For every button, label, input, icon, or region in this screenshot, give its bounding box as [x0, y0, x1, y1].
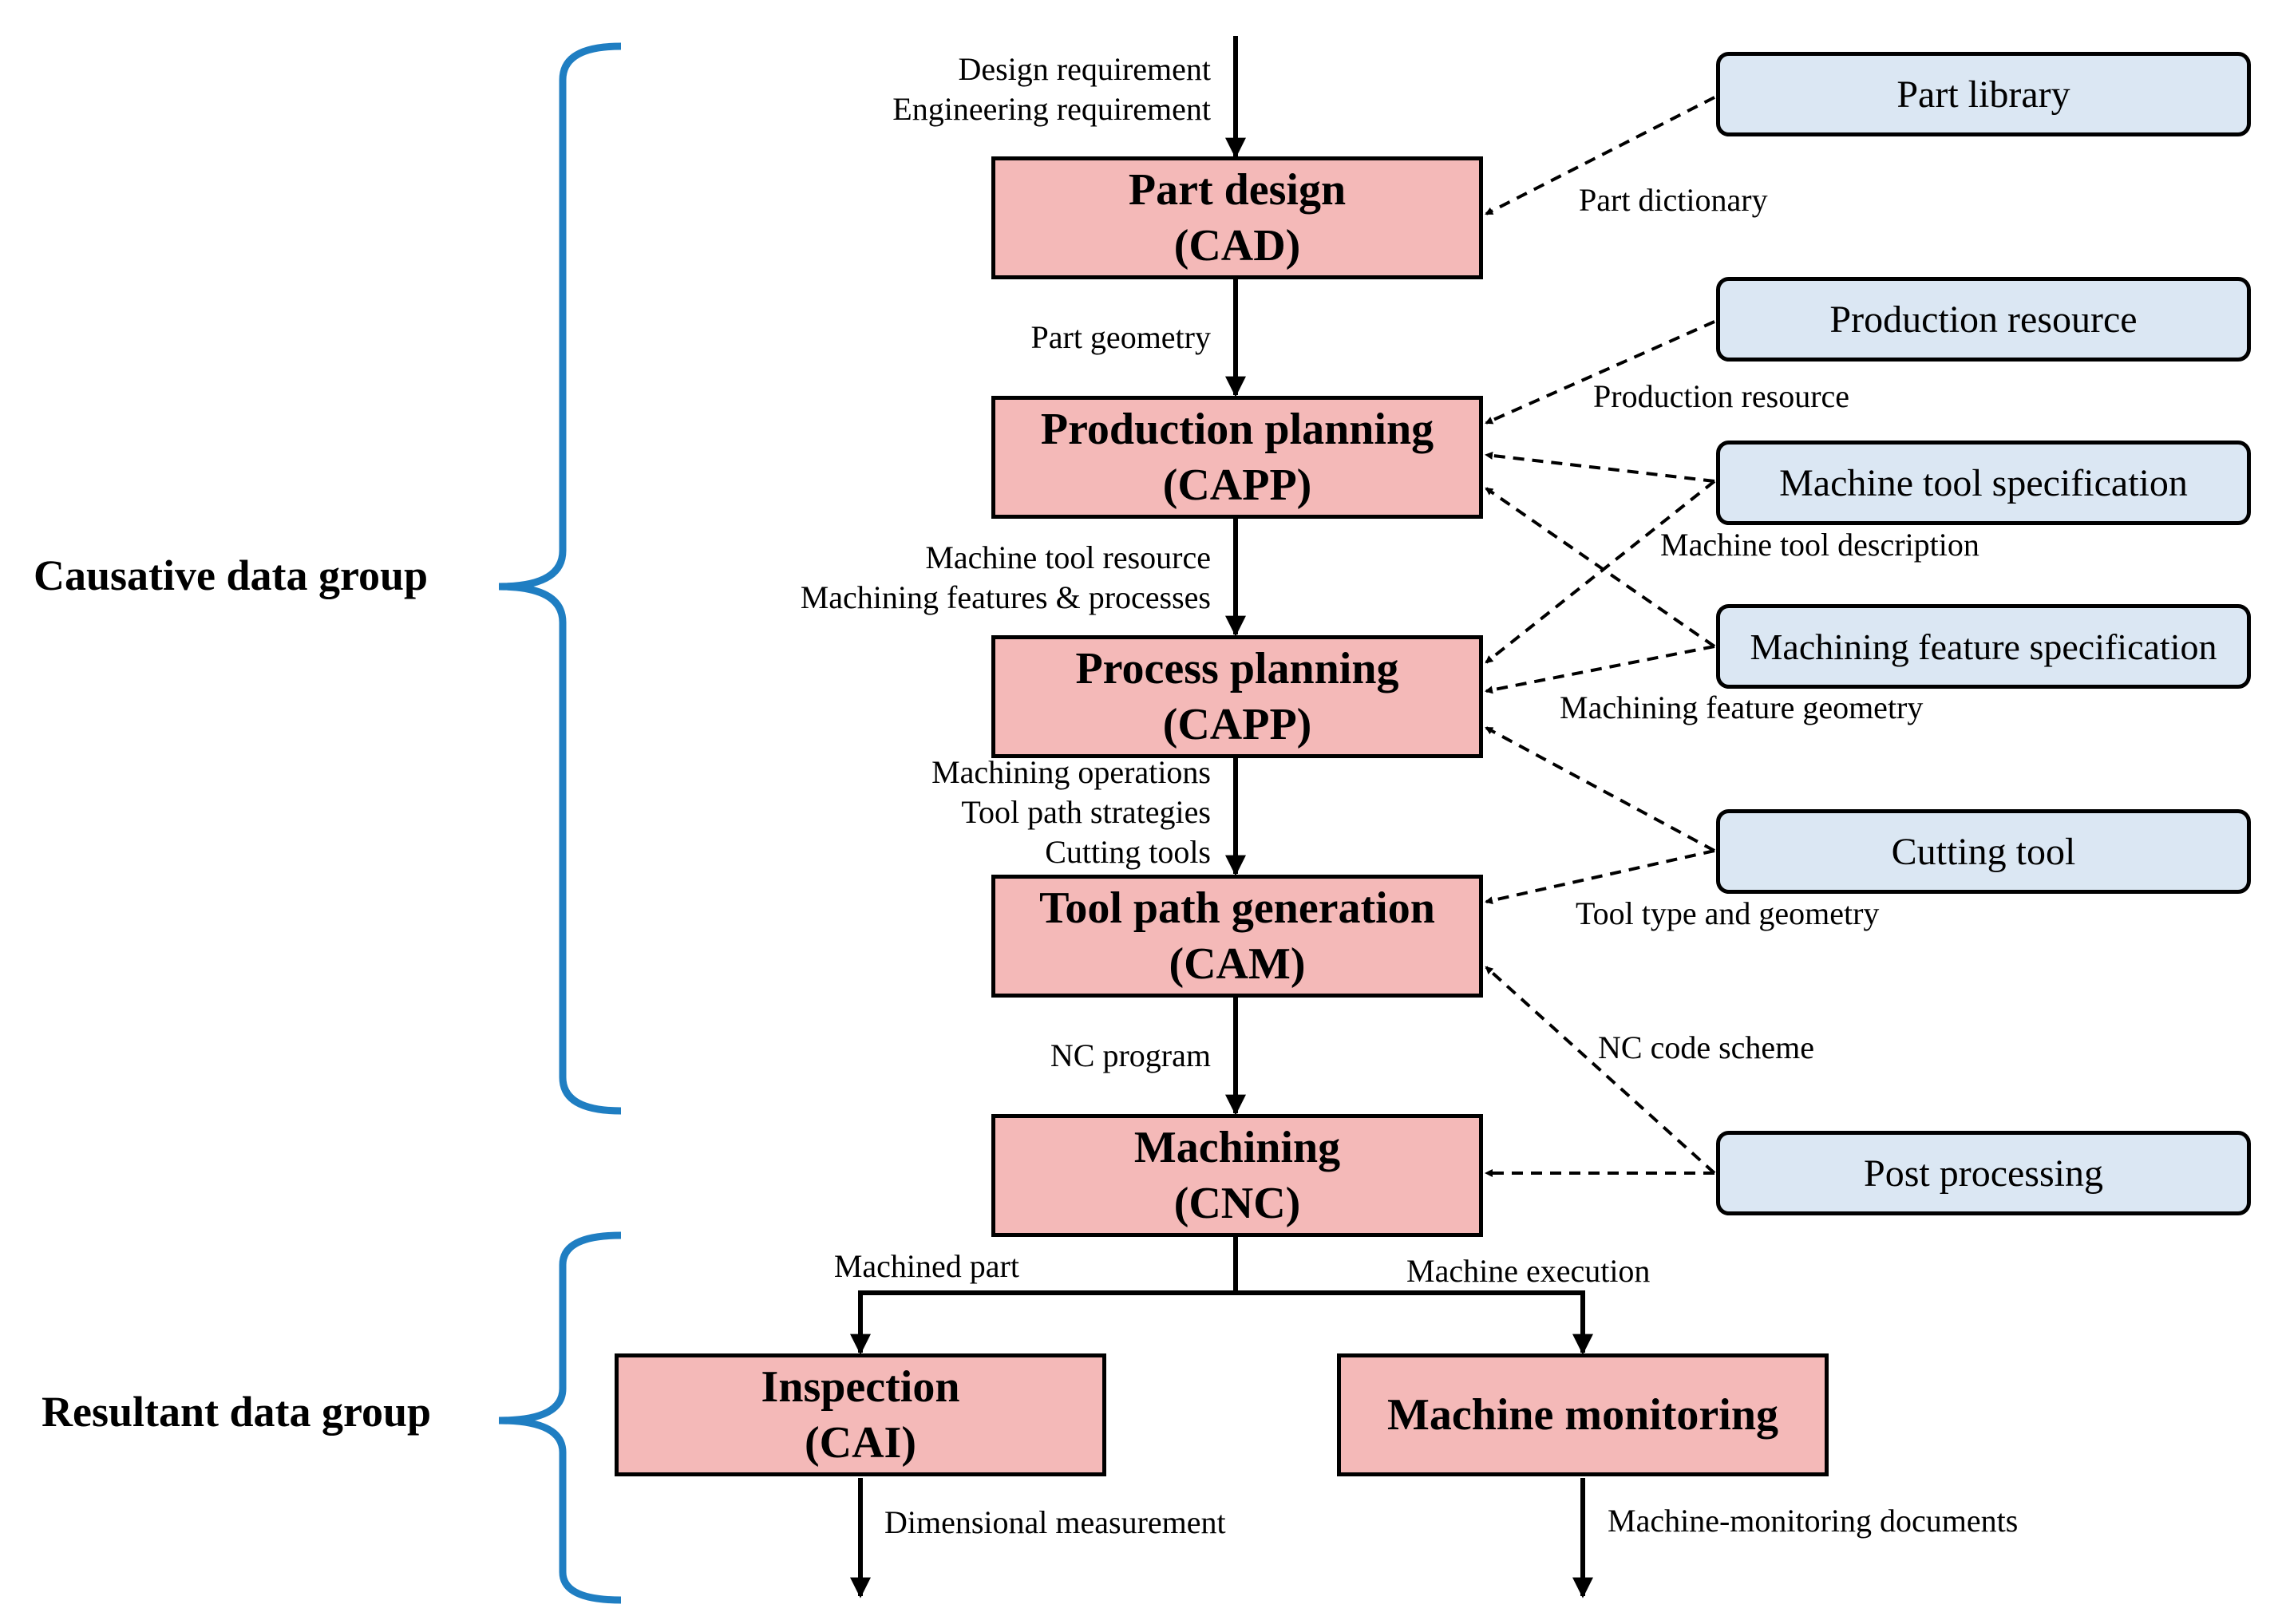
causative-group-label: Causative data group: [34, 551, 429, 599]
machining-box: Machining (CNC): [991, 1114, 1483, 1237]
part-design-box: Part design (CAD): [991, 156, 1483, 279]
tool-path-box: Tool path generation (CAM): [991, 875, 1483, 998]
part-geometry-label: Part geometry: [1030, 319, 1212, 355]
process-planning-title: Process planning: [1075, 644, 1399, 693]
nc-code-scheme-label: NC code scheme: [1598, 1029, 1815, 1065]
machining-feature-geometry-label: Machining feature geometry: [1560, 690, 1924, 725]
nc-program-label: NC program: [1050, 1037, 1211, 1073]
link-post-processing-to-toolpath: [1485, 966, 1716, 1175]
process-to-toolpath-line-2: Tool path strategies: [961, 794, 1211, 830]
machined-part-label: Machined part: [833, 1248, 1019, 1284]
input-label-line-2: Engineering requirement: [892, 91, 1211, 127]
production-planning-box: Production planning (CAPP): [991, 396, 1483, 519]
link-machine-tool-to-production: [1485, 451, 1715, 483]
production-to-process-label: Machine tool resource Machining features…: [801, 538, 1211, 618]
tool-path-subtitle: (CAM): [1169, 939, 1306, 989]
production-to-process-line-2: Machining features & processes: [800, 579, 1211, 615]
resultant-group-label: Resultant data group: [42, 1388, 432, 1436]
monitoring-documents-label: Machine-monitoring documents: [1608, 1503, 2019, 1539]
machine-execution-label: Machine execution: [1406, 1253, 1651, 1289]
machine-tool-description-label: Machine tool description: [1660, 527, 1979, 563]
production-to-process-line-1: Machine tool resource: [925, 539, 1211, 575]
post-processing-box: Post processing: [1716, 1131, 2251, 1215]
dimensional-measurement-label: Dimensional measurement: [884, 1504, 1226, 1540]
production-planning-title: Production planning: [1040, 405, 1434, 454]
tool-path-title: Tool path generation: [1039, 883, 1435, 933]
arrow-machine-execution: [1236, 1290, 1593, 1355]
inspection-subtitle: (CAI): [805, 1418, 916, 1468]
link-cutting-tool-to-toolpath: [1485, 849, 1715, 905]
input-label-line-1: Design requirement: [958, 51, 1211, 87]
process-to-toolpath-line-3: Cutting tools: [1045, 834, 1211, 870]
part-design-title: Part design: [1128, 165, 1347, 215]
arrow-machined-part: [850, 1290, 1236, 1355]
production-planning-subtitle: (CAPP): [1162, 460, 1312, 510]
link-cutting-tool-to-process: [1485, 726, 1715, 852]
machine-tool-spec-box: Machine tool specification: [1716, 441, 2251, 525]
causative-brace: [498, 42, 622, 1115]
link-feature-spec-to-production: [1485, 487, 1716, 648]
link-feature-spec-to-process: [1485, 645, 1715, 694]
process-to-toolpath-line-1: Machining operations: [931, 754, 1211, 790]
machining-feature-spec-box: Machining feature specification: [1716, 604, 2251, 689]
production-resource-box: Production resource: [1716, 277, 2251, 362]
machining-subtitle: (CNC): [1173, 1179, 1301, 1228]
link-production-resource: [1485, 320, 1715, 425]
machine-monitoring-box: Machine monitoring: [1337, 1353, 1829, 1476]
inspection-box: Inspection (CAI): [615, 1353, 1106, 1476]
tool-type-geometry-label: Tool type and geometry: [1576, 895, 1880, 931]
machine-monitoring-title: Machine monitoring: [1387, 1390, 1778, 1440]
process-planning-subtitle: (CAPP): [1162, 700, 1312, 749]
cutting-tool-box: Cutting tool: [1716, 809, 2251, 894]
process-planning-box: Process planning (CAPP): [991, 635, 1483, 758]
part-design-subtitle: (CAD): [1173, 221, 1301, 271]
part-library-box: Part library: [1716, 52, 2251, 136]
resultant-brace: [498, 1231, 622, 1604]
production-resource-label: Production resource: [1593, 378, 1850, 414]
link-part-library: [1485, 96, 1715, 215]
part-dictionary-label: Part dictionary: [1579, 182, 1768, 218]
input-label: Design requirement Engineering requireme…: [892, 49, 1211, 129]
machining-title: Machining: [1133, 1123, 1341, 1172]
inspection-title: Inspection: [761, 1362, 960, 1412]
link-machine-tool-to-process: [1485, 480, 1716, 664]
process-to-toolpath-label: Machining operations Tool path strategie…: [931, 753, 1211, 872]
